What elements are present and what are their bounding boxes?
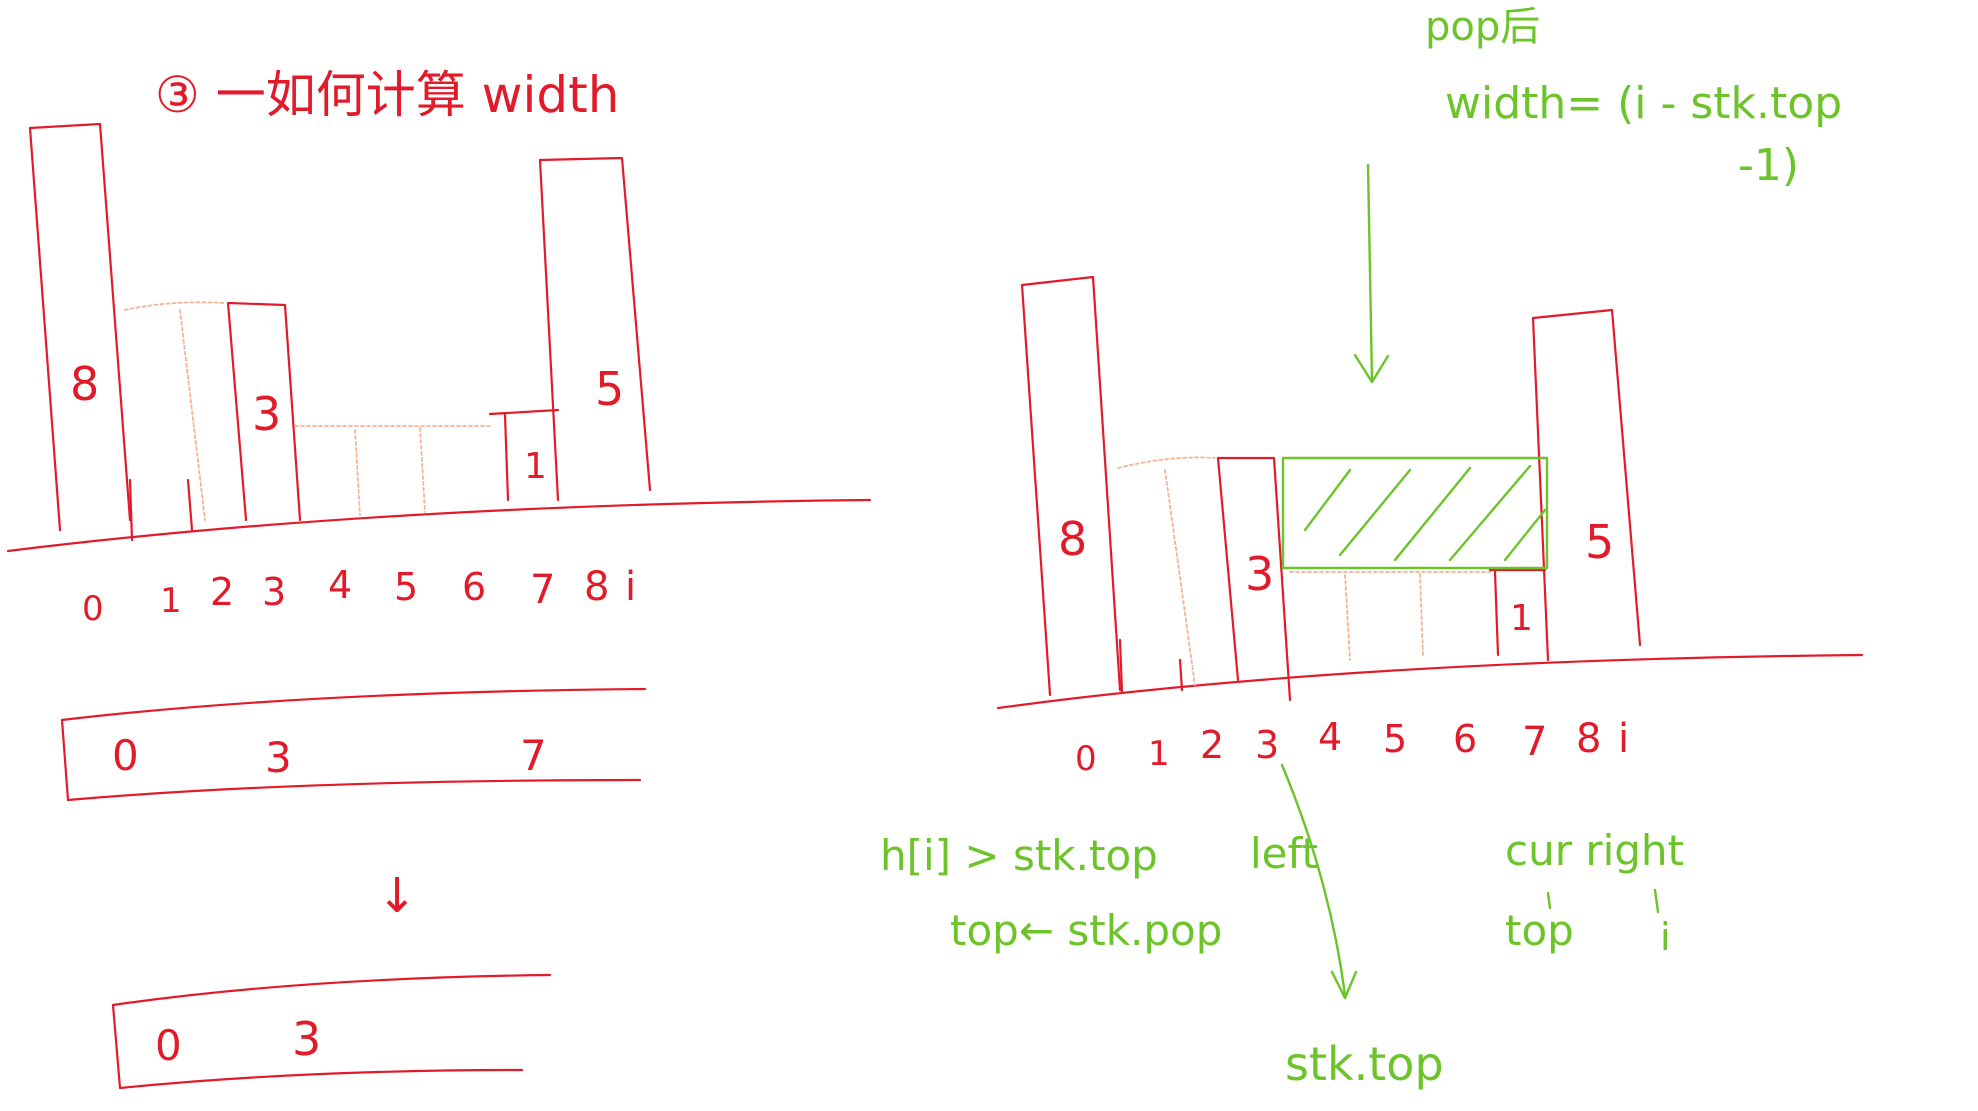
formula-line-3: -1) <box>1738 140 1799 191</box>
right-index-0: 0 <box>1075 739 1097 779</box>
right-pointer-tick <box>1546 888 1660 914</box>
left-index-4: 4 <box>328 563 352 607</box>
left-bar-label-8: 8 <box>70 357 99 411</box>
left-axis-var-i: i <box>625 564 636 610</box>
note-i: i <box>1660 915 1671 959</box>
right-index-7: 7 <box>1522 719 1547 765</box>
right-index-3: 3 <box>1255 723 1279 767</box>
note-left: left <box>1250 829 1318 878</box>
left-histogram <box>6 122 872 553</box>
left-axis-indices: 0 1 2 3 4 5 6 7 8 i <box>82 563 636 629</box>
down-arrow: ↓ <box>377 868 417 924</box>
right-bar-label-1: 1 <box>1510 598 1533 639</box>
note-stk-top: stk.top <box>1285 1037 1444 1091</box>
left-stack-before <box>60 687 647 802</box>
left-index-5: 5 <box>394 565 418 609</box>
stack-before-item-2: 7 <box>520 731 547 780</box>
right-bar-label-8: 8 <box>1058 512 1087 566</box>
right-index-1: 1 <box>1148 734 1170 774</box>
right-index-6: 6 <box>1453 717 1477 761</box>
title: ③ 一如何计算 width <box>155 66 619 124</box>
right-index-8: 8 <box>1576 716 1601 762</box>
formula-line-2: width= (i - stk.top <box>1445 78 1842 129</box>
note-cur-right: cur right <box>1505 826 1684 875</box>
left-index-0: 0 <box>82 589 104 629</box>
left-index-1: 1 <box>160 581 182 621</box>
right-index-4: 4 <box>1318 715 1342 759</box>
right-index-5: 5 <box>1383 717 1407 761</box>
right-axis-var-i: i <box>1618 716 1629 762</box>
stk-top-arrow <box>1280 763 1358 1000</box>
right-bar-label-3: 3 <box>1245 547 1274 601</box>
left-index-2: 2 <box>210 570 234 614</box>
left-index-3: 3 <box>262 570 286 614</box>
width-area <box>1281 456 1549 570</box>
formula-arrow <box>1353 163 1390 384</box>
left-index-7: 7 <box>530 567 555 613</box>
left-index-8: 8 <box>584 564 609 610</box>
stack-before-item-1: 3 <box>265 733 292 782</box>
note-top: top <box>1505 906 1574 955</box>
right-bar-label-5: 5 <box>1585 515 1614 569</box>
left-bar-label-3: 3 <box>252 387 281 441</box>
left-bar-label-5: 5 <box>595 362 624 416</box>
note-compare: h[i] > stk.top <box>880 831 1158 880</box>
right-axis-indices: 0 1 2 3 4 5 6 7 8 i <box>1075 715 1629 779</box>
stack-after-item-0: 0 <box>155 1021 182 1070</box>
right-index-2: 2 <box>1200 723 1224 767</box>
note-pop: top← stk.pop <box>950 906 1222 955</box>
left-stack-after <box>111 973 552 1090</box>
formula-line-1: pop后 <box>1425 4 1540 50</box>
left-bar-label-1: 1 <box>524 446 547 487</box>
stack-before-item-0: 0 <box>112 731 139 780</box>
stack-after-item-1: 3 <box>292 1012 321 1066</box>
right-histogram <box>996 275 1864 710</box>
left-index-6: 6 <box>462 565 486 609</box>
